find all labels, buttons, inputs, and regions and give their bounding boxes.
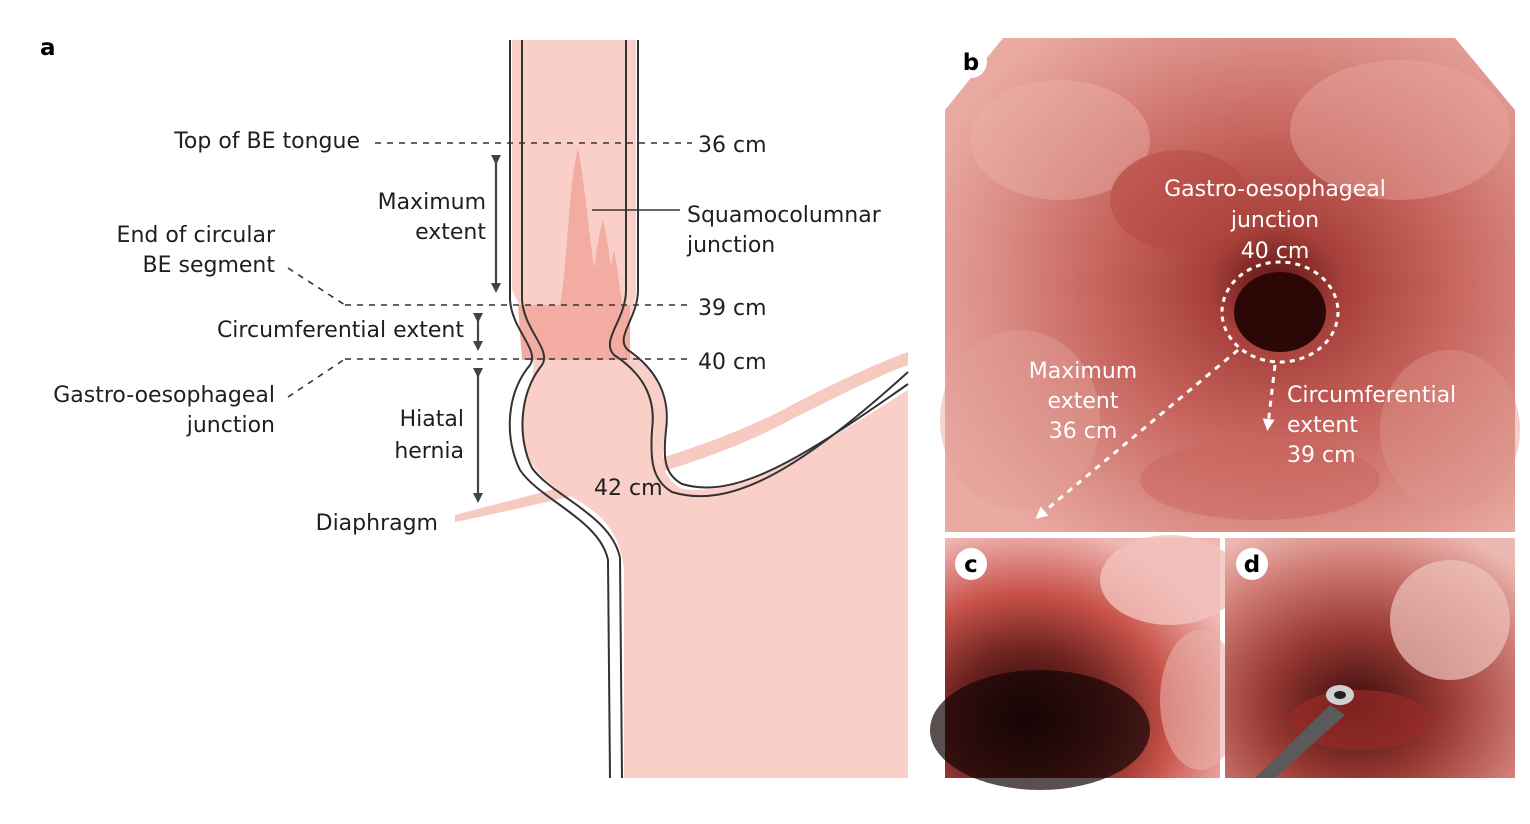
end-of-circular-label-2: BE segment [143, 253, 276, 278]
panel-d-endoscopy: d [1225, 538, 1515, 778]
oesophagus-illustration [455, 40, 908, 778]
maximum-extent-label-2: extent [415, 220, 486, 245]
hiatal-hernia-label-2: hernia [394, 439, 464, 464]
measure-39-label: 39 cm [698, 296, 767, 321]
gej-label-1: Gastro-oesophageal [53, 383, 275, 408]
panel-d-letter: d [1244, 552, 1260, 578]
top-of-be-tongue-label: Top of BE tongue [173, 129, 360, 154]
panel-b-endoscopy: b Gastro-oesophageal junction 40 cm Maxi… [940, 38, 1520, 532]
circumferential-extent-label: Circumferential extent [217, 318, 464, 343]
panel-b-max-extent-label-1: Maximum [1029, 359, 1137, 384]
panel-b-max-extent-label-3: 36 cm [1049, 419, 1118, 444]
measure-42-label: 42 cm [594, 476, 663, 501]
measure-40-label: 40 cm [698, 350, 767, 375]
panel-b-gej-label-1: Gastro-oesophageal [1164, 177, 1386, 202]
panel-c-endoscopy: c [930, 535, 1240, 790]
measure-36-label: 36 cm [698, 133, 767, 158]
gej-leader [288, 359, 345, 397]
hiatal-hernia-label-1: Hiatal [400, 407, 464, 432]
panel-a-letter: a [40, 35, 56, 61]
panel-b-circ-extent-label-2: extent [1287, 413, 1358, 438]
sqcj-label-2: junction [686, 233, 775, 258]
circular-segment-leader [288, 268, 345, 305]
maximum-extent-label-1: Maximum [378, 190, 486, 215]
panel-b-max-extent-label-2: extent [1048, 389, 1119, 414]
panel-b-gej-label-3: 40 cm [1241, 239, 1310, 264]
panel-b-letter: b [963, 50, 979, 76]
sqcj-label-1: Squamocolumnar [687, 203, 882, 228]
panel-b-circ-extent-label-1: Circumferential [1287, 383, 1456, 408]
gej-label-2: junction [186, 413, 275, 438]
panel-b-lumen [1234, 272, 1326, 352]
panel-c-letter: c [964, 552, 978, 578]
diaphragm-label: Diaphragm [316, 511, 438, 536]
panel-b-gej-label-2: junction [1230, 208, 1319, 233]
panel-b-circ-extent-label-3: 39 cm [1287, 443, 1356, 468]
end-of-circular-label-1: End of circular [117, 223, 276, 248]
